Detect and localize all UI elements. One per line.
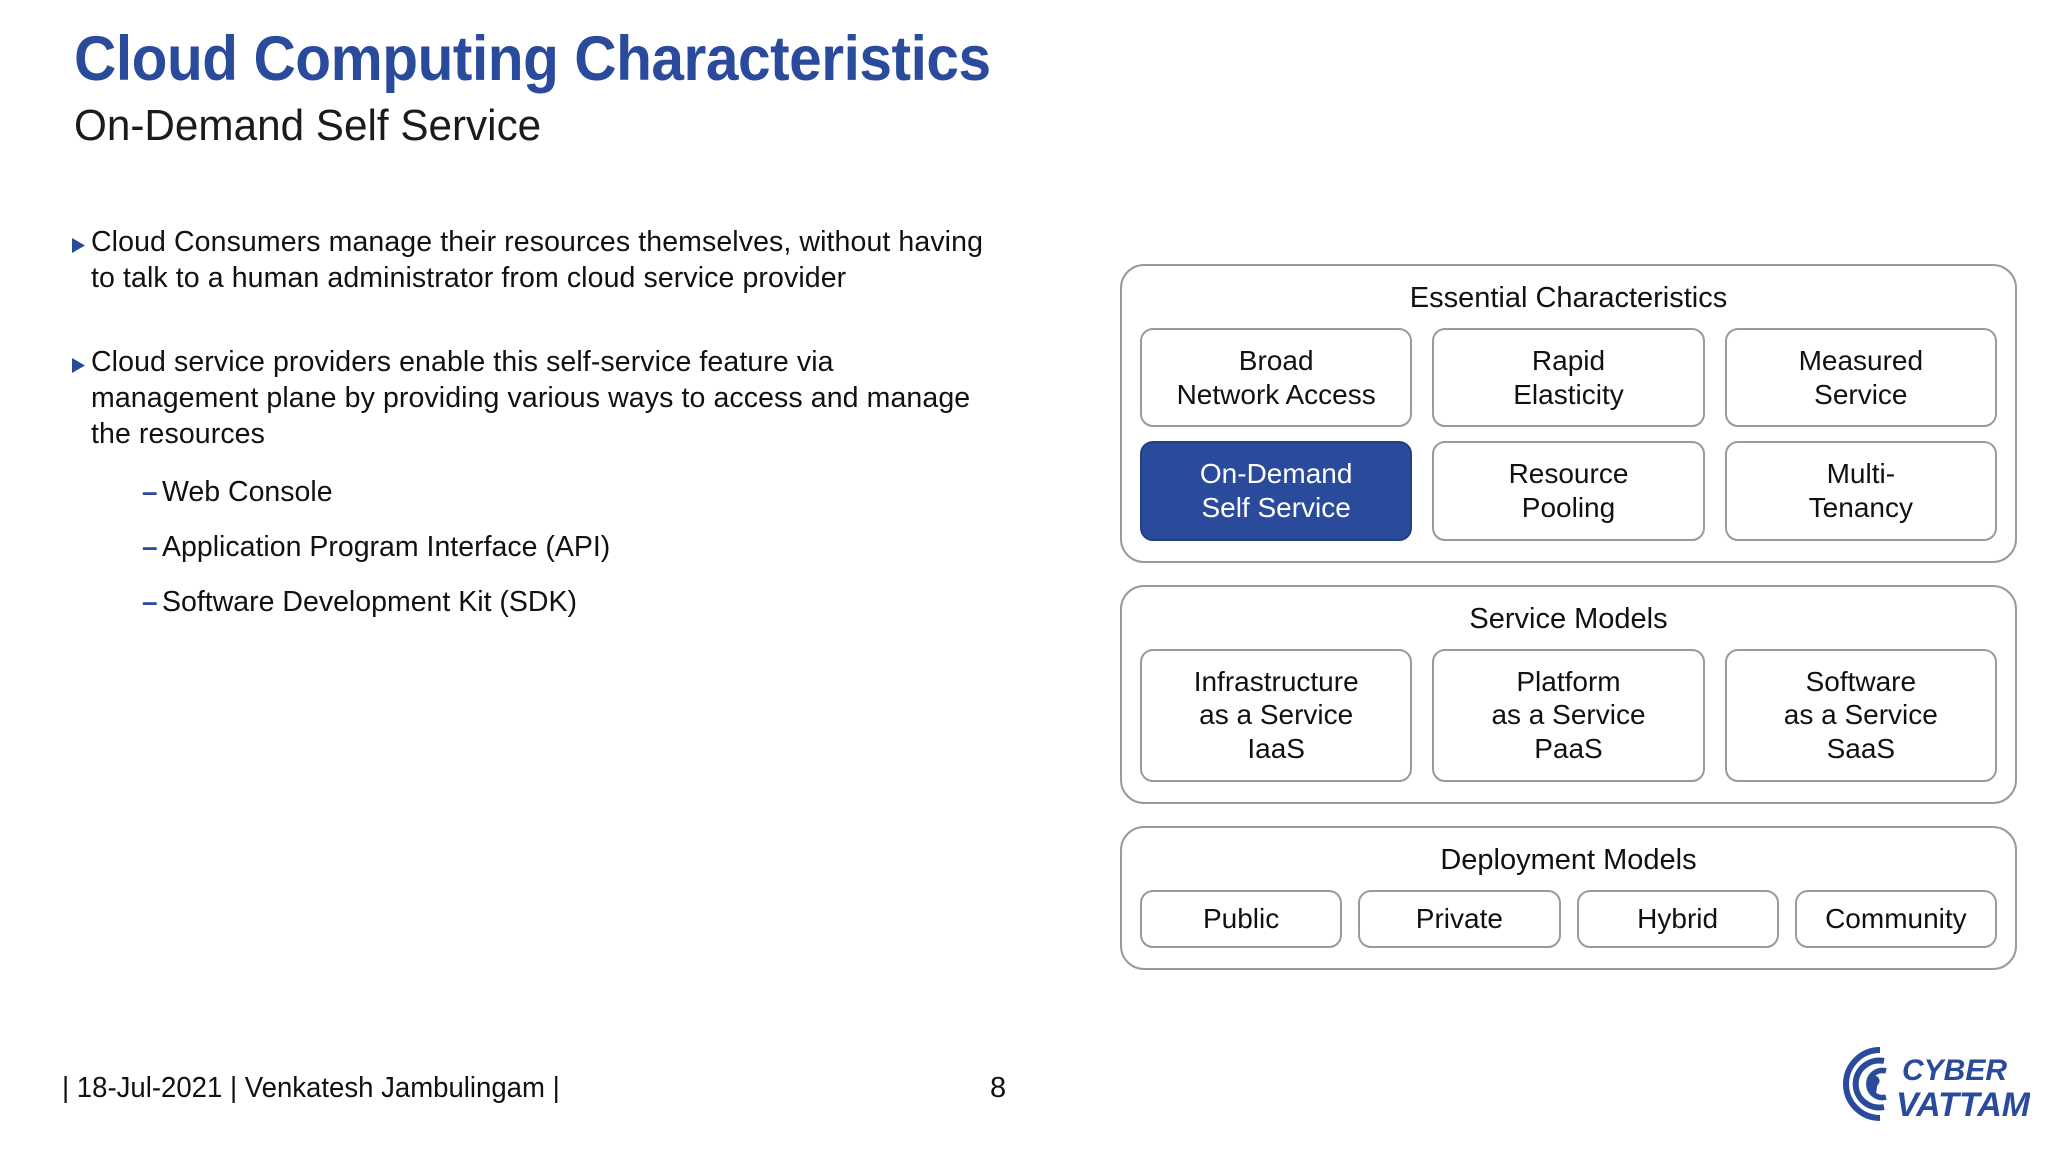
card-measured-service[interactable]: Measured Service [1724, 328, 1997, 428]
card-rapid-elasticity[interactable]: Rapid Elasticity [1432, 328, 1705, 428]
card-public[interactable]: Public [1140, 889, 1343, 948]
bullet-item-2: Cloud service providers enable this self… [70, 345, 1000, 453]
card-iaas[interactable]: Infrastructure as a Service IaaS [1140, 648, 1413, 782]
card-community[interactable]: Community [1794, 889, 1997, 948]
card-hybrid[interactable]: Hybrid [1576, 889, 1779, 948]
card-multi-tenancy[interactable]: Multi- Tenancy [1724, 441, 1997, 541]
bullet-item-1: Cloud Consumers manage their resources t… [70, 225, 1000, 297]
cloud-model-diagram: Essential Characteristics Broad Network … [1120, 264, 2017, 992]
panel-title: Service Models [1469, 602, 1668, 635]
svg-text:VATTAM: VATTAM [1896, 1086, 2030, 1124]
card-on-demand-self-service[interactable]: On-Demand Self Service [1140, 441, 1413, 541]
card-private[interactable]: Private [1358, 889, 1561, 948]
bullet-text-1: Cloud Consumers manage their resources t… [91, 226, 984, 294]
sub-item-label: Software Development Kit (SDK) [162, 585, 577, 618]
en-dash-icon: – [142, 530, 158, 562]
en-dash-icon: – [142, 585, 158, 617]
panel-essential-characteristics: Essential Characteristics Broad Network … [1120, 264, 2017, 563]
page-title: Cloud Computing Characteristics [74, 24, 991, 94]
card-resource-pooling[interactable]: Resource Pooling [1432, 441, 1705, 541]
sub-item-label: Web Console [162, 475, 333, 508]
cyber-vattam-logo: CYBER VATTAM [1818, 1040, 2030, 1128]
triangle-right-icon [70, 357, 87, 374]
sub-item-label: Application Program Interface (API) [162, 530, 611, 563]
card-paas[interactable]: Platform as a Service PaaS [1432, 648, 1705, 782]
page-subtitle: On-Demand Self Service [74, 101, 542, 151]
slide-header: Cloud Computing Characteristics On-Deman… [74, 26, 1060, 151]
sub-list-item: – Web Console [142, 475, 1000, 509]
en-dash-icon: – [142, 475, 158, 507]
sub-list-item: – Software Development Kit (SDK) [142, 585, 1000, 619]
sub-bullet-list: – Web Console – Application Program Inte… [142, 475, 1000, 620]
card-saas[interactable]: Software as a Service SaaS [1724, 648, 1997, 782]
card-broad-network-access[interactable]: Broad Network Access [1140, 328, 1413, 428]
content-body: Cloud Consumers manage their resources t… [70, 225, 1000, 640]
footer-meta: | 18-Jul-2021 | Venkatesh Jambulingam | [62, 1072, 560, 1104]
page-number: 8 [990, 1072, 1007, 1104]
triangle-right-icon [70, 237, 87, 254]
svg-text:CYBER: CYBER [1902, 1054, 2007, 1087]
panel-title: Deployment Models [1440, 843, 1697, 876]
panel-title: Essential Characteristics [1409, 282, 1728, 314]
sub-list-item: – Application Program Interface (API) [142, 530, 1000, 564]
panel-service-models: Service Models Infrastructure as a Servi… [1120, 584, 2017, 804]
panel-deployment-models: Deployment Models Public Private Hybrid … [1120, 825, 2017, 970]
bullet-text-2: Cloud service providers enable this self… [91, 345, 971, 450]
